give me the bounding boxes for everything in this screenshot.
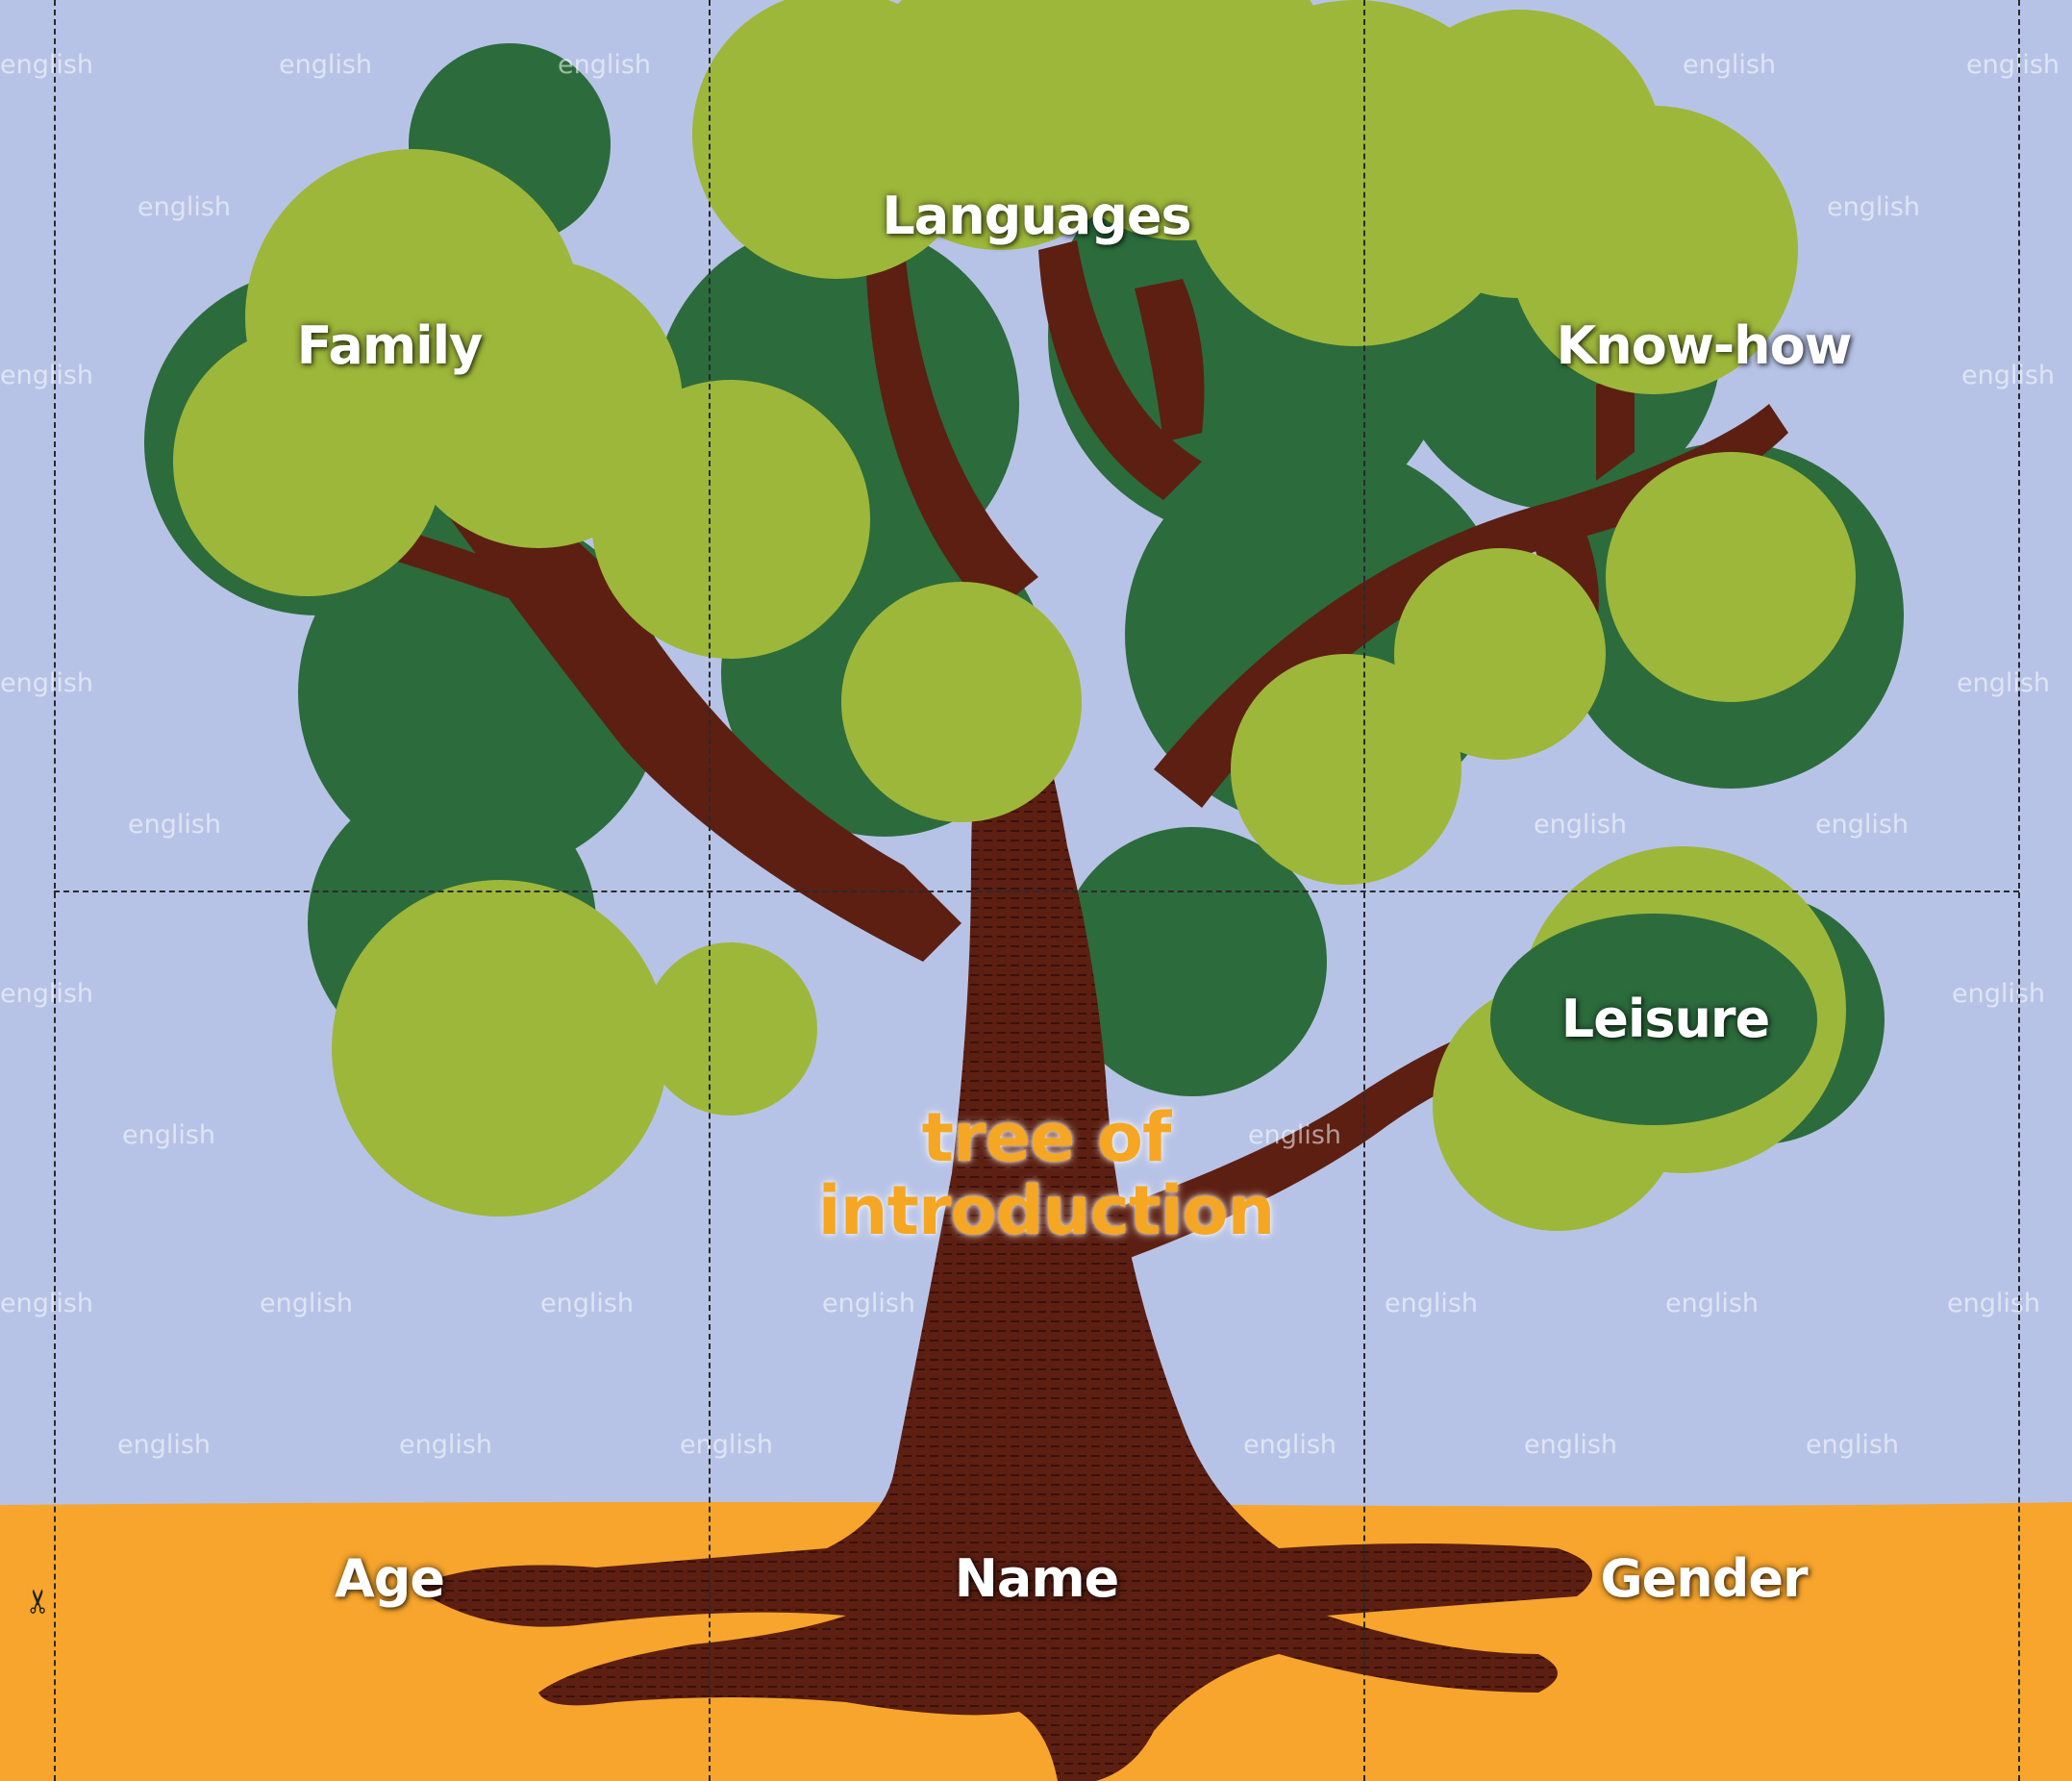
watermark: english — [1683, 50, 1777, 80]
watermark: english — [1947, 1289, 2041, 1318]
watermark: english — [1248, 1120, 1342, 1150]
watermark: english — [122, 1120, 216, 1150]
watermark: english — [0, 979, 94, 1009]
watermark: english — [1243, 1430, 1337, 1460]
watermark: english — [279, 50, 373, 80]
watermark: english — [1966, 50, 2060, 80]
watermark: english — [1957, 668, 2051, 698]
watermark: english — [260, 1289, 354, 1318]
watermark: english — [128, 810, 222, 840]
watermark: english — [0, 1289, 94, 1318]
watermark: english — [1385, 1289, 1479, 1318]
watermark: english — [822, 1289, 916, 1318]
label-age: Age — [334, 1548, 445, 1609]
title: tree of introduction — [817, 1098, 1276, 1250]
watermark: english — [540, 1289, 635, 1318]
watermark: english — [558, 50, 652, 80]
cut-line-horizontal — [54, 890, 2019, 892]
label-name: Name — [954, 1548, 1120, 1609]
title-line-1: tree of — [921, 1098, 1172, 1177]
watermark: english — [0, 50, 94, 80]
watermark: english — [137, 192, 232, 222]
watermark: english — [1952, 979, 2046, 1009]
watermark: english — [0, 361, 94, 390]
watermark: english — [1827, 192, 1921, 222]
watermark: english — [680, 1430, 774, 1460]
trunk — [413, 596, 1592, 1781]
watermark: english — [117, 1430, 212, 1460]
label-family: Family — [296, 315, 484, 376]
label-gender: Gender — [1600, 1548, 1808, 1609]
label-leisure: Leisure — [1560, 989, 1770, 1049]
watermark: english — [1815, 810, 1910, 840]
watermark: english — [1534, 810, 1628, 840]
watermark: english — [1961, 361, 2056, 390]
watermark: english — [1665, 1289, 1760, 1318]
scissors-icon: ✂ — [19, 1587, 59, 1616]
cut-line-vertical — [2018, 0, 2020, 1781]
watermark: english — [1524, 1430, 1618, 1460]
title-line-2: introduction — [817, 1171, 1276, 1250]
label-languages: Languages — [882, 186, 1191, 246]
watermark: english — [1806, 1430, 1900, 1460]
watermark: english — [399, 1430, 493, 1460]
watermark: english — [0, 668, 94, 698]
label-know-how: Know-how — [1556, 315, 1852, 376]
